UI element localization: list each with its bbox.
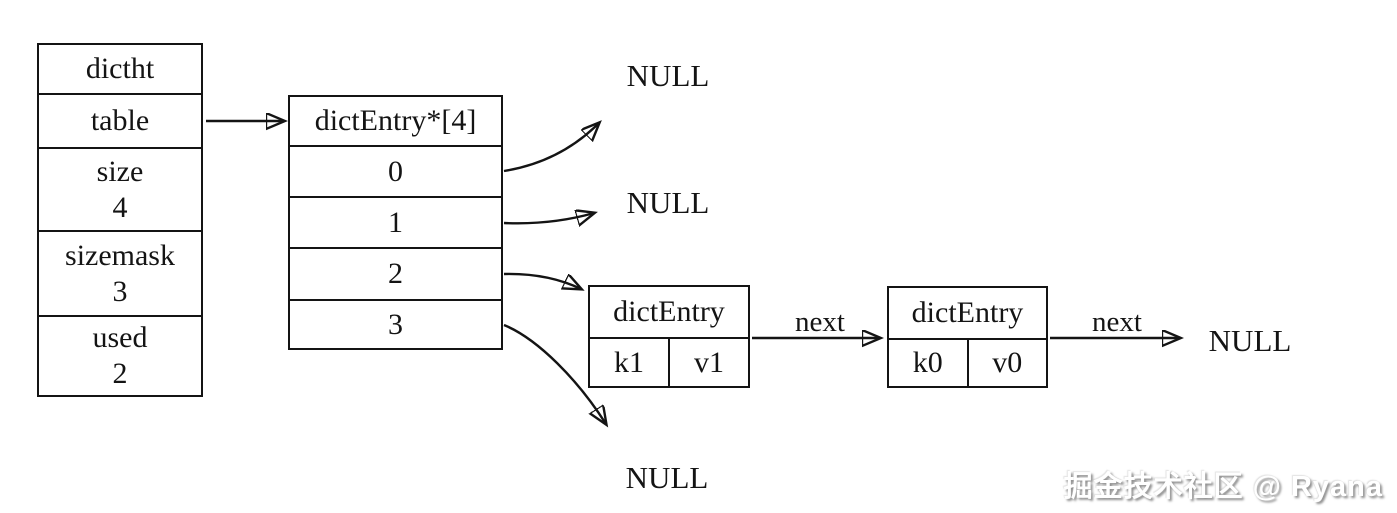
bucket-slot-3: 3 bbox=[290, 299, 501, 348]
entry1-kv-row: k1 v1 bbox=[590, 337, 748, 386]
dictht-title: dictht bbox=[85, 52, 155, 85]
dictht-size-value: 4 bbox=[112, 190, 128, 224]
next-label-2: next bbox=[1092, 306, 1142, 338]
dictht-size-label: size bbox=[96, 154, 144, 188]
dictht-size-row: size 4 bbox=[39, 147, 201, 230]
arrow-slot1-to-null bbox=[503, 213, 594, 223]
bucket-array-title: dictEntry*[4] bbox=[314, 104, 477, 137]
entry1-key-cell: k1 bbox=[590, 339, 670, 386]
arrow-slot2-to-entry bbox=[503, 272, 581, 289]
entry1-value-cell: v1 bbox=[694, 345, 724, 379]
entry2-kv-row: k0 v0 bbox=[889, 338, 1046, 386]
entry2-key-cell: k0 bbox=[889, 340, 969, 386]
bucket-array-box: dictEntry*[4] 0 1 2 3 bbox=[288, 95, 503, 350]
null-label-chain-end: NULL bbox=[1208, 323, 1292, 358]
dictht-used-label: used bbox=[92, 321, 148, 354]
arrow-slot0-to-null bbox=[503, 123, 599, 173]
bucket-slot-0: 0 bbox=[290, 145, 501, 196]
bucket-slot-3-label: 3 bbox=[388, 307, 403, 341]
entry2-title: dictEntry bbox=[911, 296, 1024, 329]
entry1-title: dictEntry bbox=[613, 295, 725, 328]
bucket-slot-1-label: 1 bbox=[388, 205, 403, 239]
null-label-slot1: NULL bbox=[626, 185, 710, 220]
entry1-title-row: dictEntry bbox=[590, 287, 748, 337]
arrow-slot3-to-null bbox=[503, 323, 606, 424]
dictht-table-row: table bbox=[39, 93, 201, 147]
watermark-text: 掘金技术社区 @ Ryana bbox=[1063, 471, 1383, 503]
bucket-slot-1: 1 bbox=[290, 196, 501, 247]
dictht-used-value: 2 bbox=[112, 357, 128, 390]
dict-entry-node-1: dictEntry k1 v1 bbox=[588, 285, 750, 388]
bucket-slot-0-label: 0 bbox=[388, 154, 403, 188]
bucket-slot-2: 2 bbox=[290, 247, 501, 299]
next-label-1: next bbox=[795, 306, 845, 338]
dict-entry-node-2: dictEntry k0 v0 bbox=[887, 286, 1048, 388]
entry2-value-cell: v0 bbox=[992, 346, 1023, 379]
dictht-sizemask-label: sizemask bbox=[65, 238, 175, 272]
dictht-sizemask-value: 3 bbox=[112, 274, 128, 308]
bucket-slot-2-label: 2 bbox=[388, 257, 403, 290]
dictht-used-row: used 2 bbox=[39, 315, 201, 395]
entry2-title-row: dictEntry bbox=[889, 288, 1046, 338]
bucket-array-title-row: dictEntry*[4] bbox=[290, 97, 501, 145]
null-label-slot3: NULL bbox=[625, 460, 709, 495]
dictht-title-row: dictht bbox=[39, 45, 201, 93]
null-label-slot0: NULL bbox=[626, 58, 710, 93]
dictht-struct-box: dictht table size 4 sizemask 3 used 2 bbox=[37, 43, 203, 397]
dictht-sizemask-row: sizemask 3 bbox=[39, 230, 201, 315]
dictht-table-label: table bbox=[90, 104, 150, 137]
